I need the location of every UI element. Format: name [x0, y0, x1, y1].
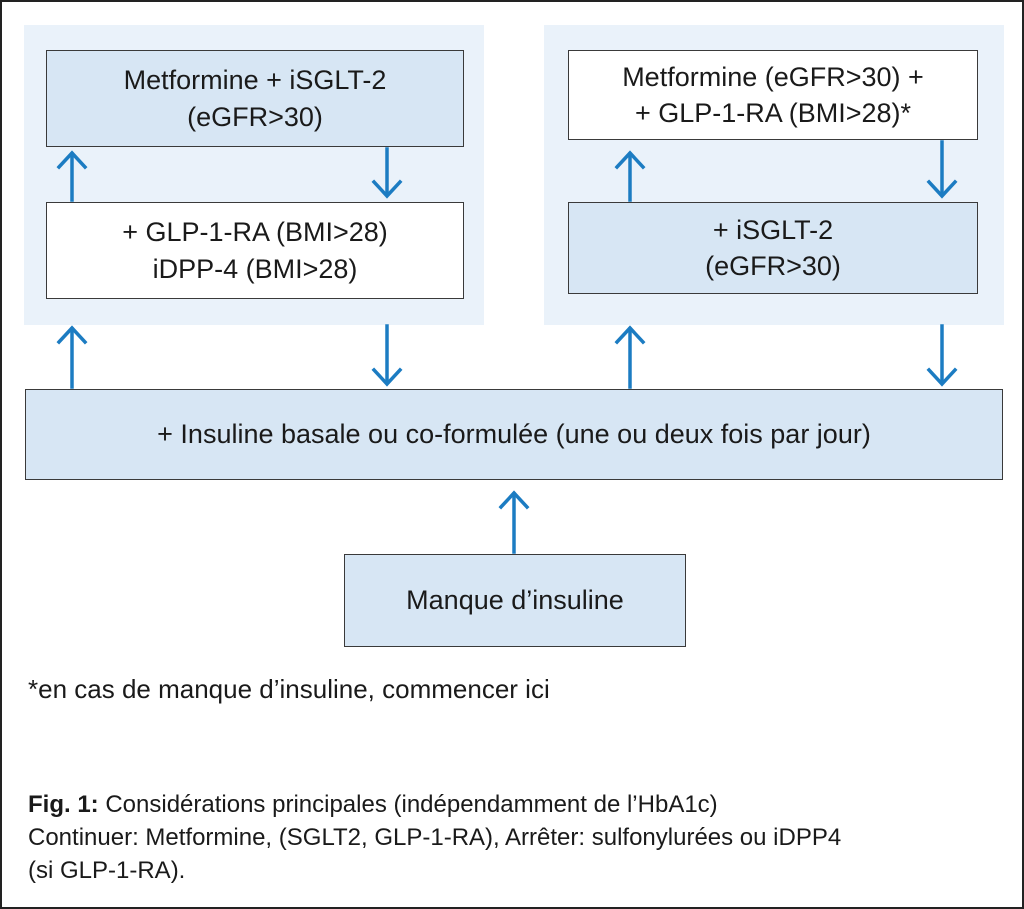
insulin-deficiency-box: Manque d’insuline	[344, 554, 686, 647]
caption-title: Considérations principales (indépendamme…	[98, 791, 718, 818]
left-bottom-line-1: + GLP-1-RA (BMI>28)	[122, 217, 388, 248]
insulin-box: + Insuline basale ou co-formulée (une ou…	[25, 389, 1003, 480]
right-bottom-line-2: (eGFR>30)	[705, 251, 841, 281]
right-top-box: Metformine (eGFR>30) + + GLP-1-RA (BMI>2…	[568, 50, 978, 140]
insulin-deficiency-label: Manque d’insuline	[406, 585, 624, 616]
arrow-down-right-outer	[926, 324, 958, 387]
caption-line-2: Continuer: Metformine, (SGLT2, GLP-1-RA)…	[28, 824, 842, 852]
left-bottom-box: + GLP-1-RA (BMI>28) iDPP-4 (BMI>28)	[46, 202, 464, 299]
right-bottom-line-1: + iSGLT-2	[712, 214, 834, 245]
right-top-line-1: Metformine (eGFR>30) +	[622, 61, 924, 92]
right-top-line-2: + GLP-1-RA (BMI>28)*	[634, 98, 912, 128]
right-bottom-box: + iSGLT-2 (eGFR>30)	[568, 202, 978, 294]
left-top-line-1: Metformine + iSGLT-2	[123, 65, 387, 96]
arrow-up-left-outer	[56, 325, 88, 389]
arrow-up-right-outer	[614, 325, 646, 389]
left-top-box: Metformine + iSGLT-2 (eGFR>30)	[46, 50, 464, 147]
caption-line-3: (si GLP-1-RA).	[28, 857, 186, 885]
arrow-up-deficiency	[498, 490, 530, 554]
arrow-down-left-outer	[371, 324, 403, 387]
footnote: *en cas de manque d’insuline, commencer …	[28, 674, 550, 704]
figure-caption: Fig. 1: Considérations principales (indé…	[28, 788, 996, 887]
left-bottom-line-2: iDPP-4 (BMI>28)	[152, 253, 358, 284]
caption-label: Fig. 1:	[28, 791, 99, 818]
insulin-label: + Insuline basale ou co-formulée (une ou…	[157, 419, 871, 450]
caption-line-1: Fig. 1: Considérations principales (indé…	[28, 788, 996, 821]
left-top-line-2: (eGFR>30)	[187, 101, 323, 132]
